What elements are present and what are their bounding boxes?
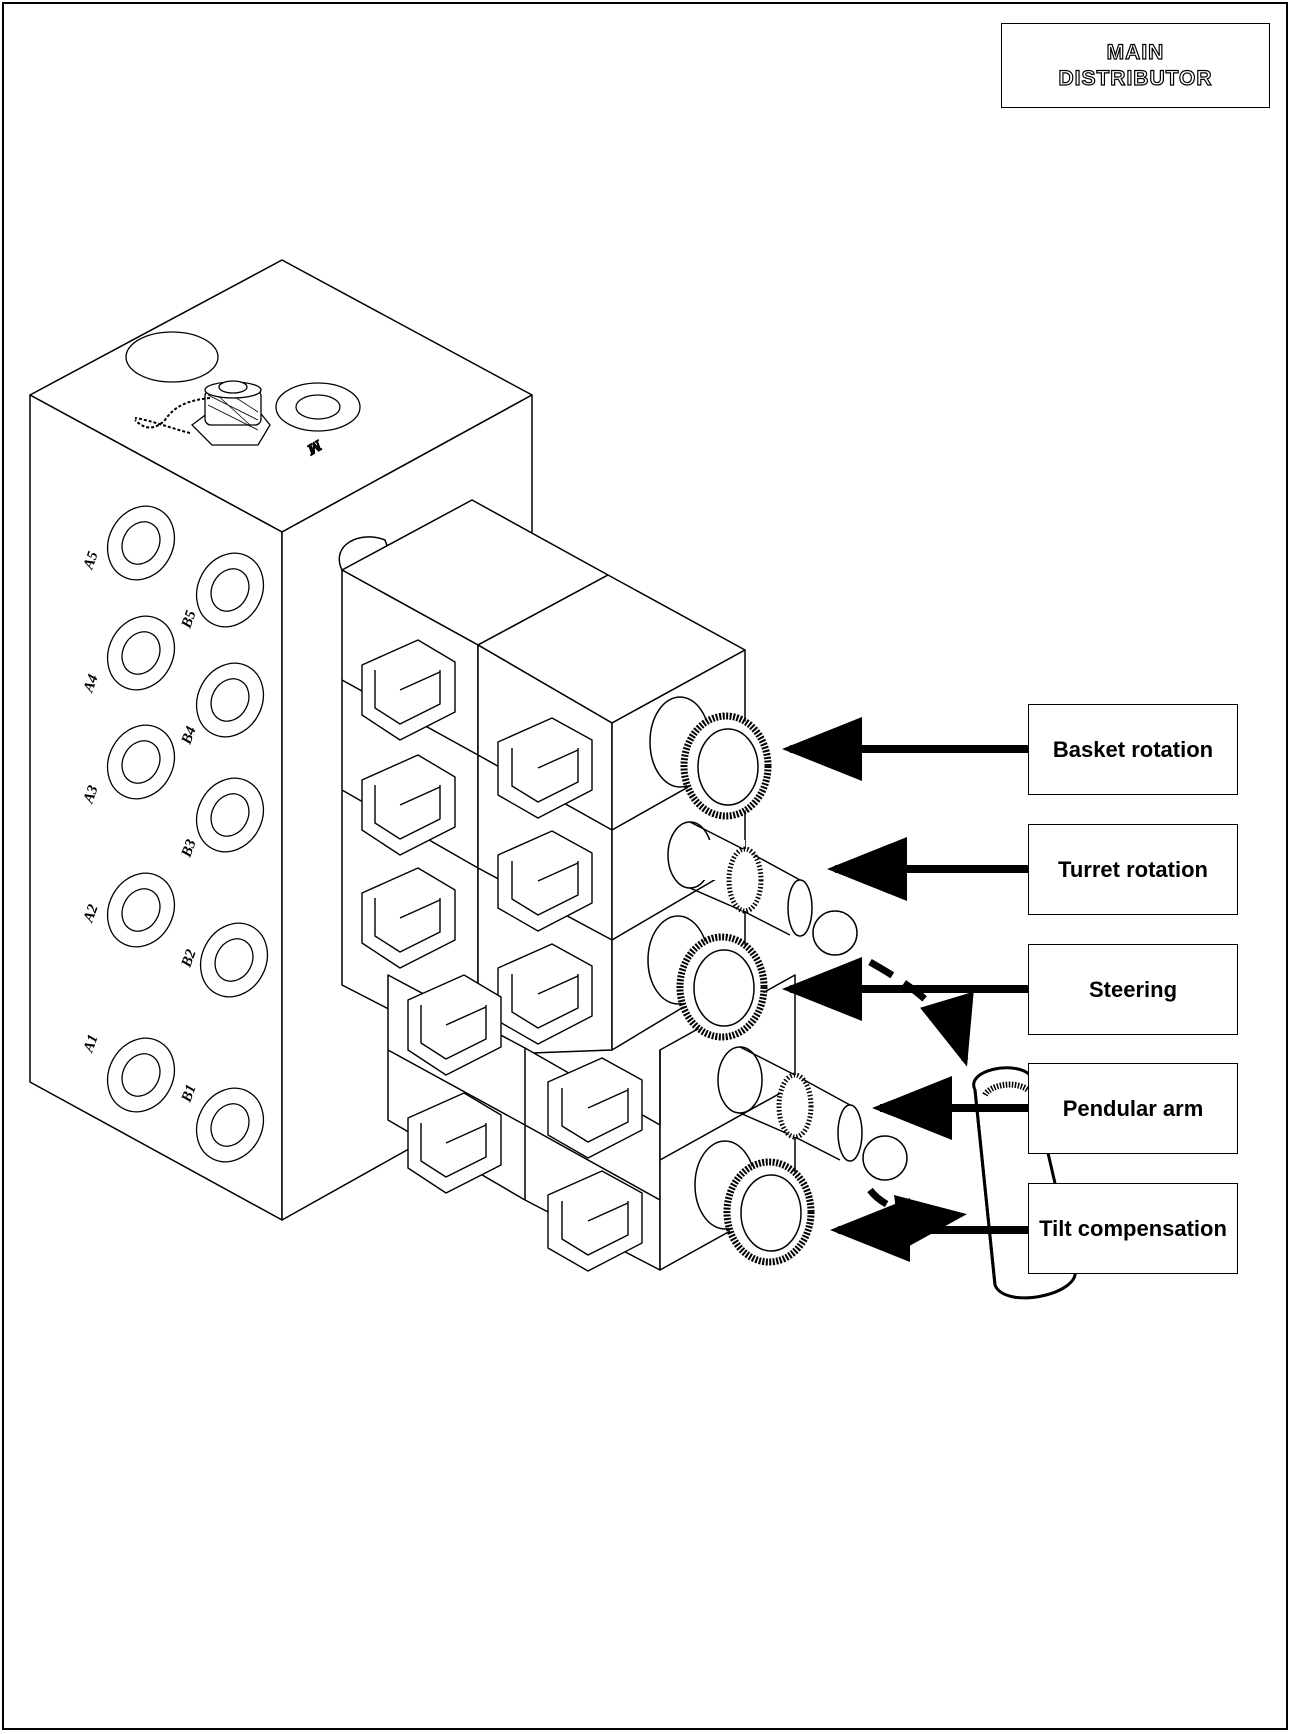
port-label-b2: B2: [178, 947, 200, 970]
top-bore: [125, 331, 219, 383]
coil-connectors: [361, 639, 643, 1272]
callout-pendular-arm: Pendular arm: [1028, 1063, 1238, 1154]
port-labels: A5 A4 A3 A2 A1 B5 B4 B3 B2 B1: [80, 549, 200, 1105]
port-label-a1: A1: [80, 1032, 101, 1055]
port-label-b5: B5: [178, 608, 200, 631]
port-label-a3: A3: [80, 783, 102, 806]
callout-turret-rotation: Turret rotation: [1028, 824, 1238, 915]
title-line-1: MAIN: [1106, 40, 1165, 64]
manifold-top-features: M: [125, 331, 361, 458]
title-block: MAIN DISTRIBUTOR: [1001, 23, 1270, 108]
callout-arrows: [782, 717, 1028, 1262]
port-m-bore: [295, 394, 341, 420]
connector-10: [547, 1170, 643, 1272]
port-label-b3: B3: [178, 837, 200, 860]
title-line-2: DISTRIBUTOR: [1058, 66, 1213, 90]
knob-steering: [647, 915, 768, 1041]
test-point-cap: [134, 380, 271, 446]
connector-9: [407, 1092, 502, 1194]
callout-basket-rotation: Basket rotation: [1028, 704, 1238, 795]
callout-steering: Steering: [1028, 944, 1238, 1035]
connector-4: [497, 830, 593, 932]
connector-1: [361, 639, 456, 741]
port-column-a: [106, 505, 176, 1113]
manual-override-knobs: [647, 696, 908, 1266]
port-label-b4: B4: [178, 724, 200, 747]
knob-turret-rotation: [667, 821, 858, 956]
port-label-a5: A5: [80, 549, 102, 572]
connector-3: [361, 754, 456, 856]
connector-5: [361, 867, 456, 969]
port-column-b: [195, 552, 269, 1163]
knob-pendular-arm: [717, 1046, 908, 1181]
connector-8: [547, 1057, 643, 1159]
callout-tilt-compensation: Tilt compensation: [1028, 1183, 1238, 1274]
knob-basket-rotation: [649, 696, 772, 820]
knob-tilt-compensation: [694, 1140, 815, 1266]
port-label-a4: A4: [80, 672, 102, 695]
port-label-b1: B1: [178, 1082, 199, 1105]
connector-7: [407, 974, 502, 1076]
connector-2: [497, 717, 593, 819]
port-label-a2: A2: [80, 902, 102, 925]
